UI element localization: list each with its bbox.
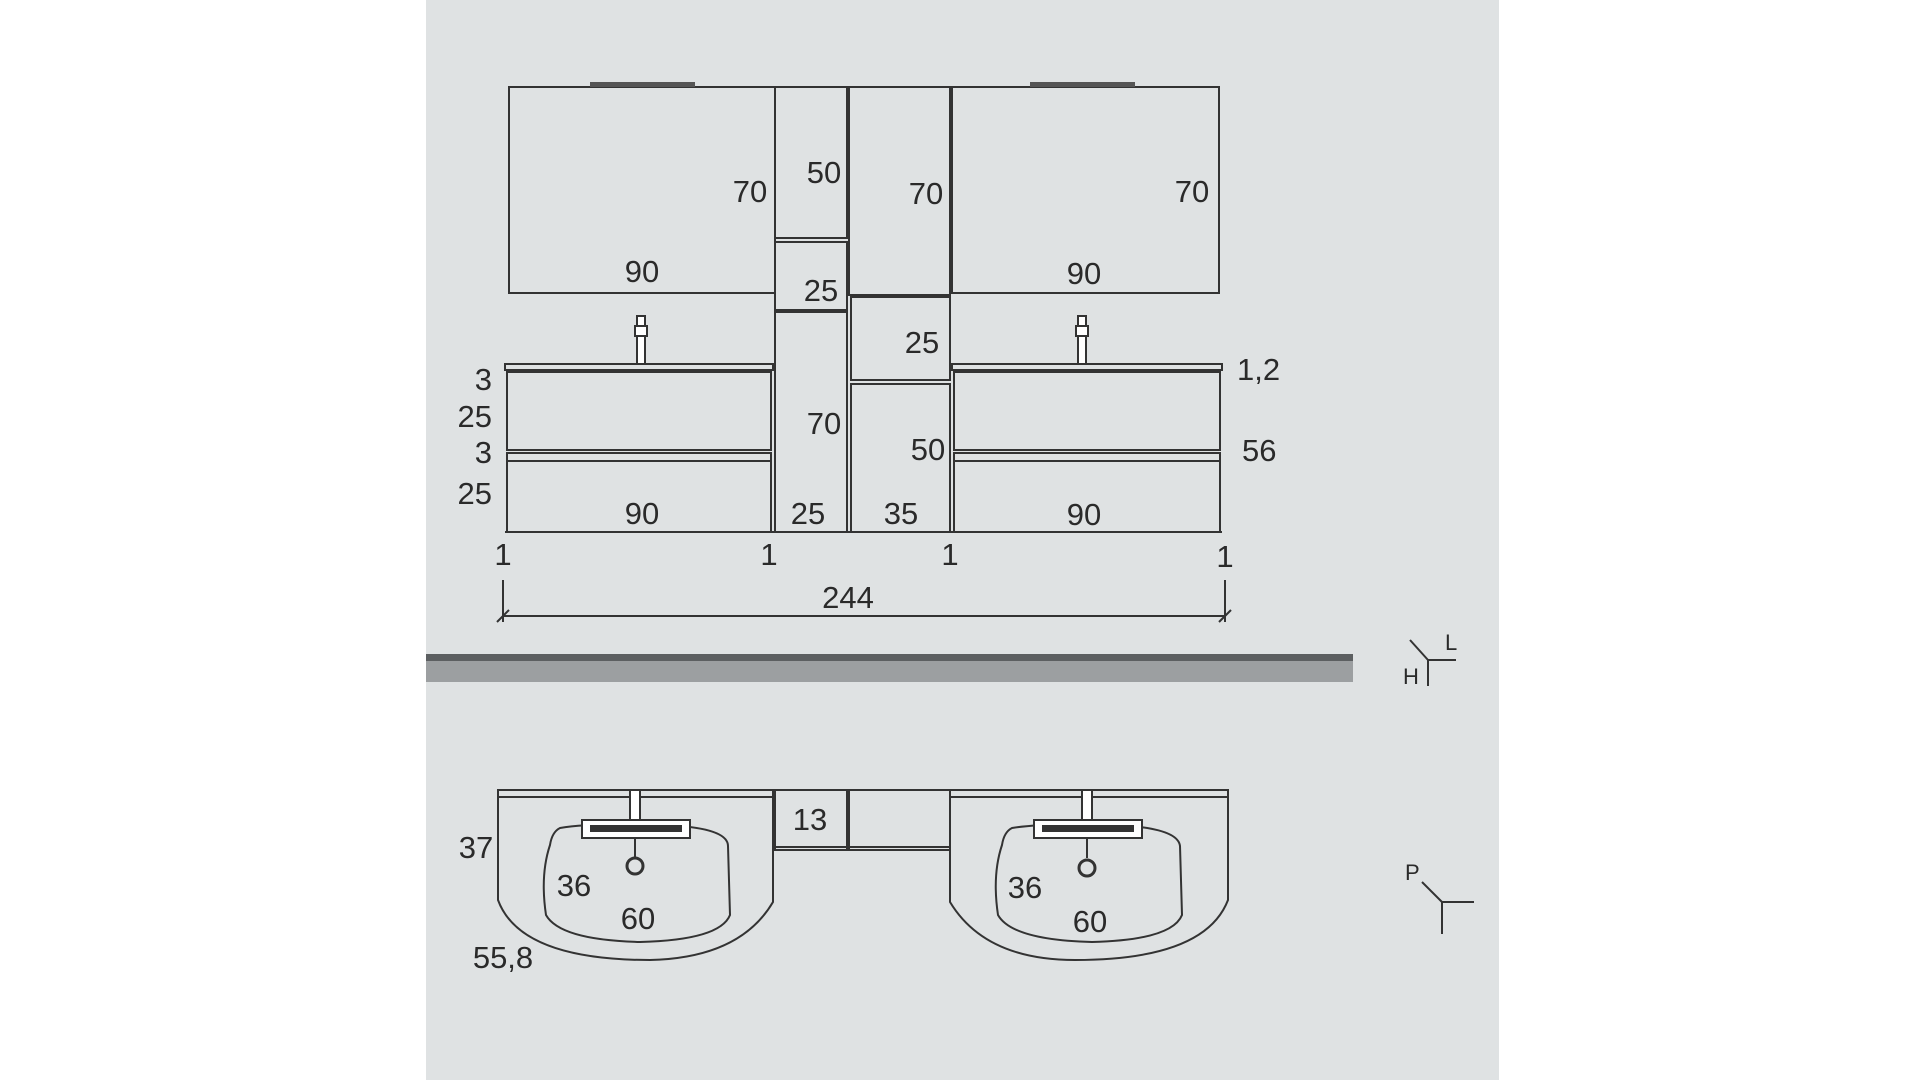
right-basin-width: 60 [1073,904,1107,939]
left-stack-4: 25 [458,476,492,511]
plan-middle-box-2 [848,789,951,851]
base-col1-width: 25 [791,496,825,531]
upper-col1-top-box [774,86,848,239]
plan-depth-left: 37 [459,830,493,865]
left-outer-depth: 55,8 [473,940,533,975]
right-faucet-icon [1075,315,1089,365]
right-top-thickness: 1,2 [1237,352,1280,387]
p-axis-icon: P [1405,860,1474,934]
left-stack-1: 3 [475,362,492,397]
upper-right-height: 70 [1175,174,1209,209]
gap-4: 1 [1216,539,1233,574]
upper-left-light [590,82,695,87]
right-vanity-drawer-1 [953,371,1221,451]
base-left-width: 90 [625,496,659,531]
total-width: 244 [822,580,874,615]
left-faucet-icon [634,315,648,365]
base-right-width: 90 [1067,497,1101,532]
left-stack-3: 3 [475,435,492,470]
right-plan-outline [949,789,1229,962]
upper-right-light [1030,82,1135,87]
axis-p-label: P [1405,860,1420,885]
upper-col1-mid: 25 [804,273,838,308]
base-col2-width: 35 [884,496,918,531]
hl-axis-icon: L H [1403,630,1457,689]
right-plan-faucet-icon [1033,789,1143,878]
left-basin-width: 60 [621,901,655,936]
upper-col2-top: 70 [909,176,943,211]
right-height: 56 [1242,433,1276,468]
left-plan-outline [497,789,774,962]
upper-left-width: 90 [625,254,659,289]
plan-middle-box-1 [774,789,848,851]
gap-3: 1 [941,537,958,572]
upper-left-height: 70 [733,174,767,209]
col2-mid-box [850,296,951,381]
gap-1: 1 [494,537,511,572]
section-divider-edge [426,654,1353,661]
total-dimension-line [496,580,1232,623]
col2-low: 50 [911,432,945,467]
upper-col2-box [848,86,951,296]
upper-col1-top: 50 [807,155,841,190]
axis-l-label: L [1445,630,1457,655]
paper-background [426,0,1499,1080]
axis-h-label: H [1403,664,1419,689]
right-basin-depth: 36 [1008,870,1042,905]
left-stack-2: 25 [458,399,492,434]
col1-low: 70 [807,406,841,441]
gap-2: 1 [760,537,777,572]
upper-right-width: 90 [1067,256,1101,291]
left-basin-depth: 36 [557,868,591,903]
col2-mid: 25 [905,325,939,360]
upper-col1-mid-box [774,241,848,311]
left-plan-faucet-icon [581,789,691,876]
plan-middle-depth: 13 [793,802,827,837]
left-vanity-drawer-1 [506,371,772,451]
